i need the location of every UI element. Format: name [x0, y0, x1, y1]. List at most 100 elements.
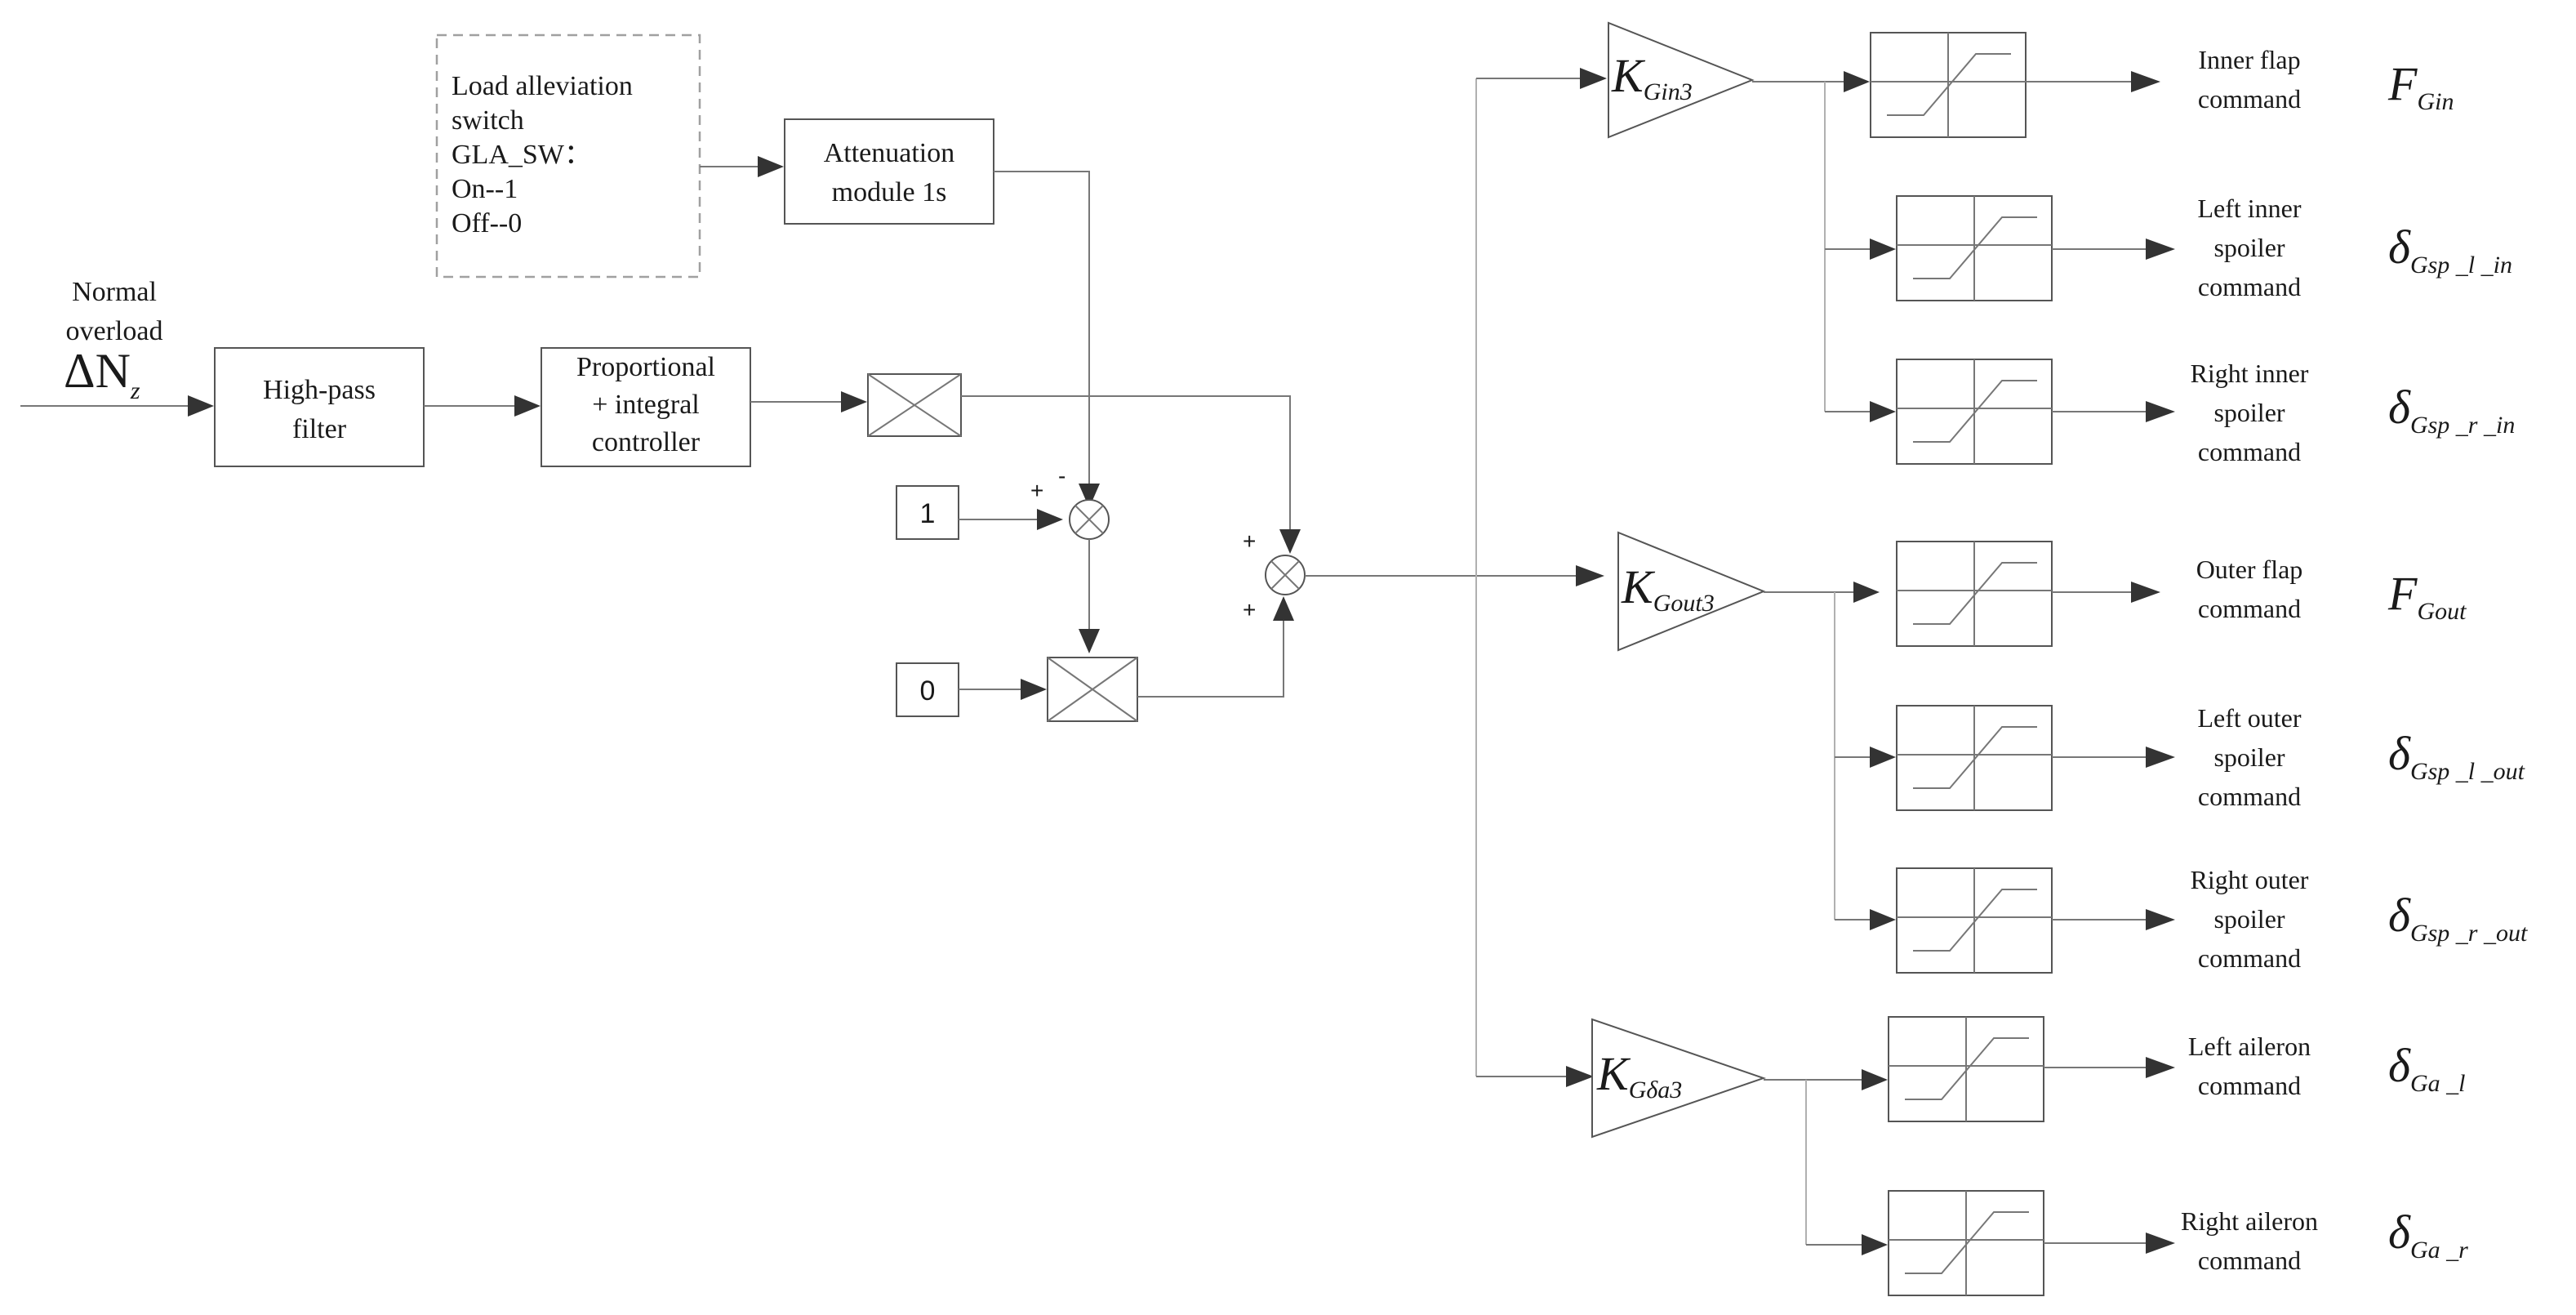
- mult1-to-sum2-wire: [961, 395, 1291, 529]
- output-3-symbol: δGsp _r _in: [2388, 381, 2515, 439]
- high-pass-line2: filter: [292, 414, 347, 444]
- saturation-block-1: [1870, 32, 2027, 138]
- atten-to-sum1-wire: [994, 171, 1090, 484]
- output-label-6: Right outer spoiler command: [2191, 865, 2309, 973]
- input-label-line1: Normal: [72, 277, 157, 307]
- hpf-to-pi-arrow: [514, 395, 541, 417]
- multiplier-block-2: [1047, 657, 1138, 722]
- output-3-line3: command: [2198, 437, 2301, 466]
- out3-arrow: [2146, 401, 2175, 422]
- gain-gout3: KGout3: [1617, 531, 1766, 652]
- output-4-line1: Outer flap: [2196, 555, 2303, 584]
- constant-zero-block: 0: [896, 662, 959, 717]
- output-8-symbol: δGa _r: [2388, 1206, 2468, 1264]
- out6-arrow: [2146, 909, 2175, 930]
- output-5-symbol: δGsp _l _out: [2388, 727, 2525, 785]
- output-7-line2: command: [2198, 1071, 2301, 1100]
- sum1-plus-sign: +: [1030, 478, 1043, 503]
- input-arrow: [188, 395, 214, 417]
- out8-arrow: [2146, 1233, 2175, 1254]
- saturation-block-6: [1896, 867, 2053, 974]
- high-pass-line1: High-pass: [263, 375, 376, 405]
- constant-zero-label: 0: [920, 675, 936, 707]
- switch-to-atten-arrow: [758, 156, 784, 177]
- output-label-2: Left inner spoiler command: [2197, 194, 2301, 301]
- gain-gin3-label: KGin3: [1611, 49, 1693, 105]
- attenuation-module-block: Attenuation module 1s: [784, 118, 994, 225]
- output-5-line2: spoiler: [2213, 742, 2285, 772]
- input-label: Normal overload ΔNz: [64, 277, 162, 404]
- gain-gout3-label: KGout3: [1621, 560, 1715, 617]
- sum2-to-gout-arrow: [1576, 565, 1604, 586]
- saturation-block-8: [1888, 1190, 2044, 1296]
- output-6-line1: Right outer: [2191, 865, 2309, 894]
- out2-arrow: [2146, 238, 2175, 260]
- sum1-minus-sign: -: [1058, 463, 1066, 488]
- output-6-symbol: δGsp _r _out: [2388, 889, 2528, 947]
- output-3-line2: spoiler: [2213, 398, 2285, 427]
- sum2-plus-bottom: +: [1243, 597, 1256, 622]
- gain-gin3: KGin3: [1608, 21, 1755, 139]
- switch-line4: On--1: [452, 174, 518, 204]
- output-5-line3: command: [2198, 782, 2301, 811]
- bus-to-gin-arrow: [1580, 68, 1607, 89]
- gin-to-sat2-arrow: [1870, 238, 1896, 260]
- output-label-5: Left outer spoiler command: [2197, 703, 2301, 811]
- out7-arrow: [2146, 1057, 2175, 1078]
- input-label-line2: overload: [66, 316, 163, 346]
- pi-to-mult-arrow: [841, 391, 867, 412]
- output-3-line1: Right inner: [2191, 359, 2309, 388]
- gda-to-sat7-arrow: [1862, 1069, 1888, 1090]
- sum-junction-2: [1265, 555, 1306, 595]
- output-2-symbol: δGsp _l _in: [2388, 221, 2512, 279]
- output-2-line1: Left inner: [2197, 194, 2301, 223]
- out4-arrow: [2131, 582, 2160, 603]
- output-label-1: Inner flap command: [2198, 45, 2301, 114]
- saturation-block-3: [1896, 359, 2053, 465]
- out1-arrow: [2131, 71, 2160, 92]
- gin-to-sat3-arrow: [1870, 401, 1896, 422]
- gout-to-sat5-arrow: [1870, 747, 1896, 768]
- mult2-to-sum2-arrow: [1273, 596, 1294, 621]
- gout-to-sat4-arrow: [1853, 582, 1880, 603]
- out5-arrow: [2146, 747, 2175, 768]
- multiplier-block-1: [867, 373, 962, 437]
- switch-line5: Off--0: [452, 208, 522, 238]
- output-label-3: Right inner spoiler command: [2191, 359, 2309, 466]
- switch-line3: GLA_SW：: [452, 140, 592, 170]
- output-8-line1: Right aileron: [2181, 1206, 2318, 1236]
- output-1-line1: Inner flap: [2198, 45, 2300, 74]
- pi-line1: Proportional: [576, 352, 715, 382]
- sum2-plus-top: +: [1243, 528, 1256, 554]
- saturation-block-5: [1896, 705, 2053, 811]
- const1-to-sum1-arrow: [1037, 509, 1063, 530]
- output-1-line2: command: [2198, 84, 2301, 114]
- gain-gda3: KGδa3: [1591, 1018, 1767, 1139]
- sum1-to-mult2-arrow: [1079, 629, 1100, 653]
- output-label-4: Outer flap command: [2196, 555, 2303, 623]
- output-5-line1: Left outer: [2197, 703, 2301, 733]
- output-6-line2: spoiler: [2213, 904, 2285, 934]
- input-symbol: ΔNz: [64, 344, 140, 404]
- sum-junction-1: [1069, 499, 1110, 540]
- constant-one-block: 1: [896, 485, 959, 540]
- saturation-block-2: [1896, 195, 2053, 301]
- const0-to-mult2-arrow: [1021, 679, 1047, 700]
- mult1-to-sum2-arrow: [1279, 529, 1301, 554]
- atten-to-sum1-arrow: [1079, 484, 1100, 508]
- output-6-line3: command: [2198, 943, 2301, 973]
- output-8-line2: command: [2198, 1246, 2301, 1275]
- output-7-line1: Left aileron: [2188, 1032, 2311, 1061]
- output-1-symbol: FGin: [2387, 57, 2454, 115]
- output-4-line2: command: [2198, 594, 2301, 623]
- output-7-symbol: δGa _l: [2388, 1039, 2465, 1097]
- attenuation-line1: Attenuation: [824, 138, 955, 168]
- output-2-line2: spoiler: [2213, 233, 2285, 262]
- pi-controller-block: Proportional + integral controller: [541, 347, 751, 467]
- output-label-8: Right aileron command: [2181, 1206, 2318, 1275]
- gda-to-sat8-arrow: [1862, 1234, 1888, 1255]
- load-alleviation-switch-box: Load alleviation switch GLA_SW： On--1 Of…: [435, 33, 701, 279]
- mult2-to-sum2-wire: [1137, 621, 1284, 698]
- bus-to-gda-arrow: [1566, 1066, 1594, 1087]
